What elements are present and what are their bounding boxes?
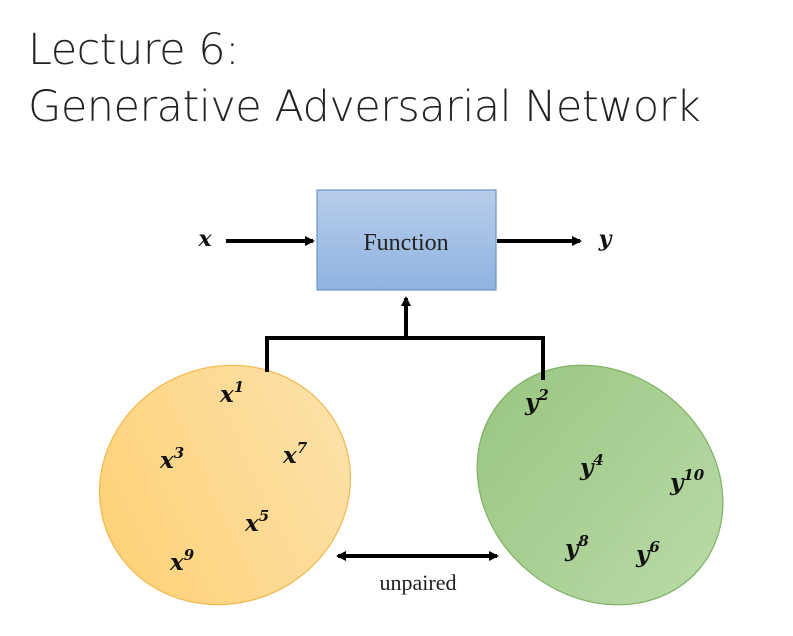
slide-title: Lecture 6: Generative Adversarial Networ… — [28, 22, 701, 136]
function-box — [316, 189, 497, 291]
title-line-1: Lecture 6: — [28, 25, 240, 75]
x-sample-9: x9 — [169, 546, 195, 576]
y-domain-ellipse — [476, 364, 724, 606]
training-connector — [265, 336, 545, 380]
output-symbol: y — [598, 226, 614, 252]
x-sample-5: x5 — [244, 507, 269, 537]
x-domain-ellipse — [98, 364, 352, 606]
y-sample-2: y2 — [524, 386, 549, 416]
function-label: Function — [363, 230, 448, 256]
title-line-2: Generative Adversarial Network — [28, 82, 701, 132]
unpaired-label: unpaired — [380, 570, 457, 595]
y-sample-4: y4 — [579, 451, 604, 481]
y-sample-6: y6 — [635, 538, 660, 568]
y-sample-10: y10 — [669, 466, 705, 496]
x-sample-1: x1 — [219, 378, 244, 408]
x-sample-7: x7 — [282, 439, 308, 469]
x-sample-3: x3 — [159, 444, 184, 474]
input-symbol: x — [197, 226, 212, 252]
y-sample-8: y8 — [564, 532, 589, 562]
